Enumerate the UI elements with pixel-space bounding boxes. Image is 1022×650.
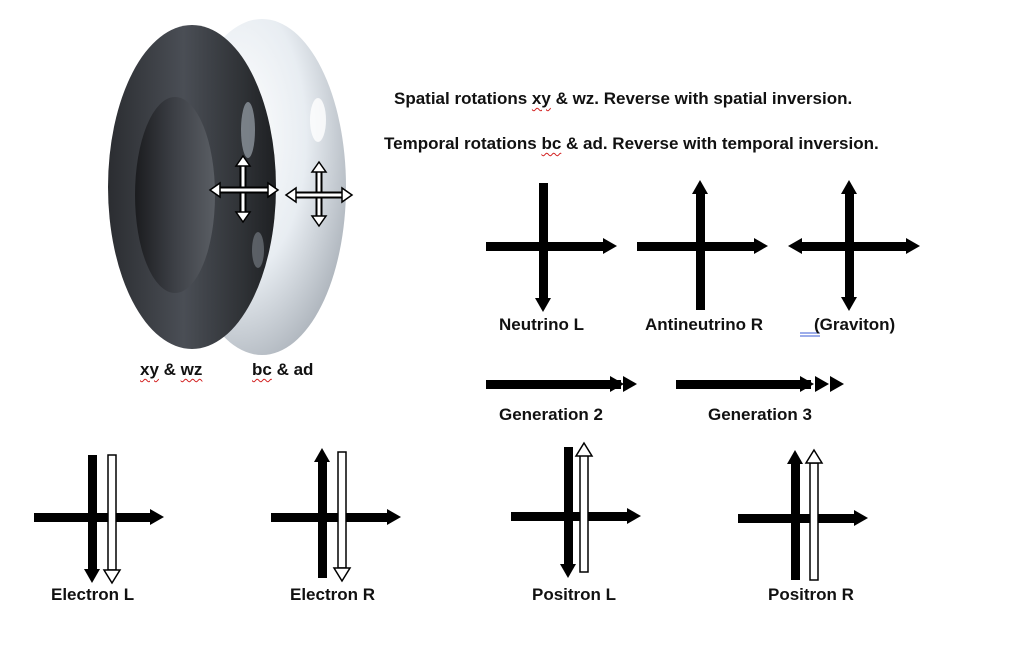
spatial-rotations-text: Spatial rotations xy & wz. Reverse with … [394,89,852,109]
torus-dark-shine [241,102,255,158]
spatial-text-prefix: Spatial rotations [394,89,532,108]
torus-light-label-rest: & ad [271,360,314,379]
double-cross-icon-dark [208,154,280,224]
generation-2-symbol [486,376,637,392]
torus-light-label-term1: bc [252,360,272,379]
torus-light-shine [310,98,326,142]
double-cross-icon-light [284,160,354,228]
torus-dark-shine-2 [252,232,264,268]
graviton-symbol [788,180,920,311]
torus-dark-hole [135,97,215,293]
electron-r-label: Electron R [290,585,376,604]
antineutrino-r-symbol [637,180,768,310]
electron-r-symbol [271,448,401,583]
temporal-text-term: bc [541,134,562,153]
positron-l-label: Positron L [532,585,617,604]
blue-underline-mark [800,332,820,337]
neutrino-l-label: Neutrino L [499,315,584,334]
neutrino-l-symbol [486,183,617,312]
torus-illustration [108,19,346,355]
antineutrino-r-label: Antineutrino R [645,315,764,334]
graviton-label: (Graviton) [814,315,896,334]
temporal-rotations-text: Temporal rotations bc & ad. Reverse with… [384,134,879,154]
torus-dark-label-amp: & [158,360,181,379]
electron-l-label: Electron L [51,585,135,604]
torus-dark-label-term2: wz [180,360,203,379]
torus-dark-label: xy & wz [140,360,202,380]
spatial-text-suffix: & wz. Reverse with spatial inversion. [550,89,853,108]
positron-l-symbol [511,441,641,578]
torus-light-label: bc & ad [252,360,313,380]
positron-r-label: Positron R [768,585,854,604]
temporal-text-prefix: Temporal rotations [384,134,542,153]
torus-dark-label-term1: xy [140,360,159,379]
electron-l-symbol [34,454,164,585]
temporal-text-suffix: & ad. Reverse with temporal inversion. [561,134,879,153]
spatial-text-term: xy [531,89,551,108]
generation-3-label: Generation 3 [708,405,812,424]
generation-3-symbol [676,376,844,392]
positron-r-symbol [738,448,868,581]
generation-2-label: Generation 2 [499,405,603,424]
